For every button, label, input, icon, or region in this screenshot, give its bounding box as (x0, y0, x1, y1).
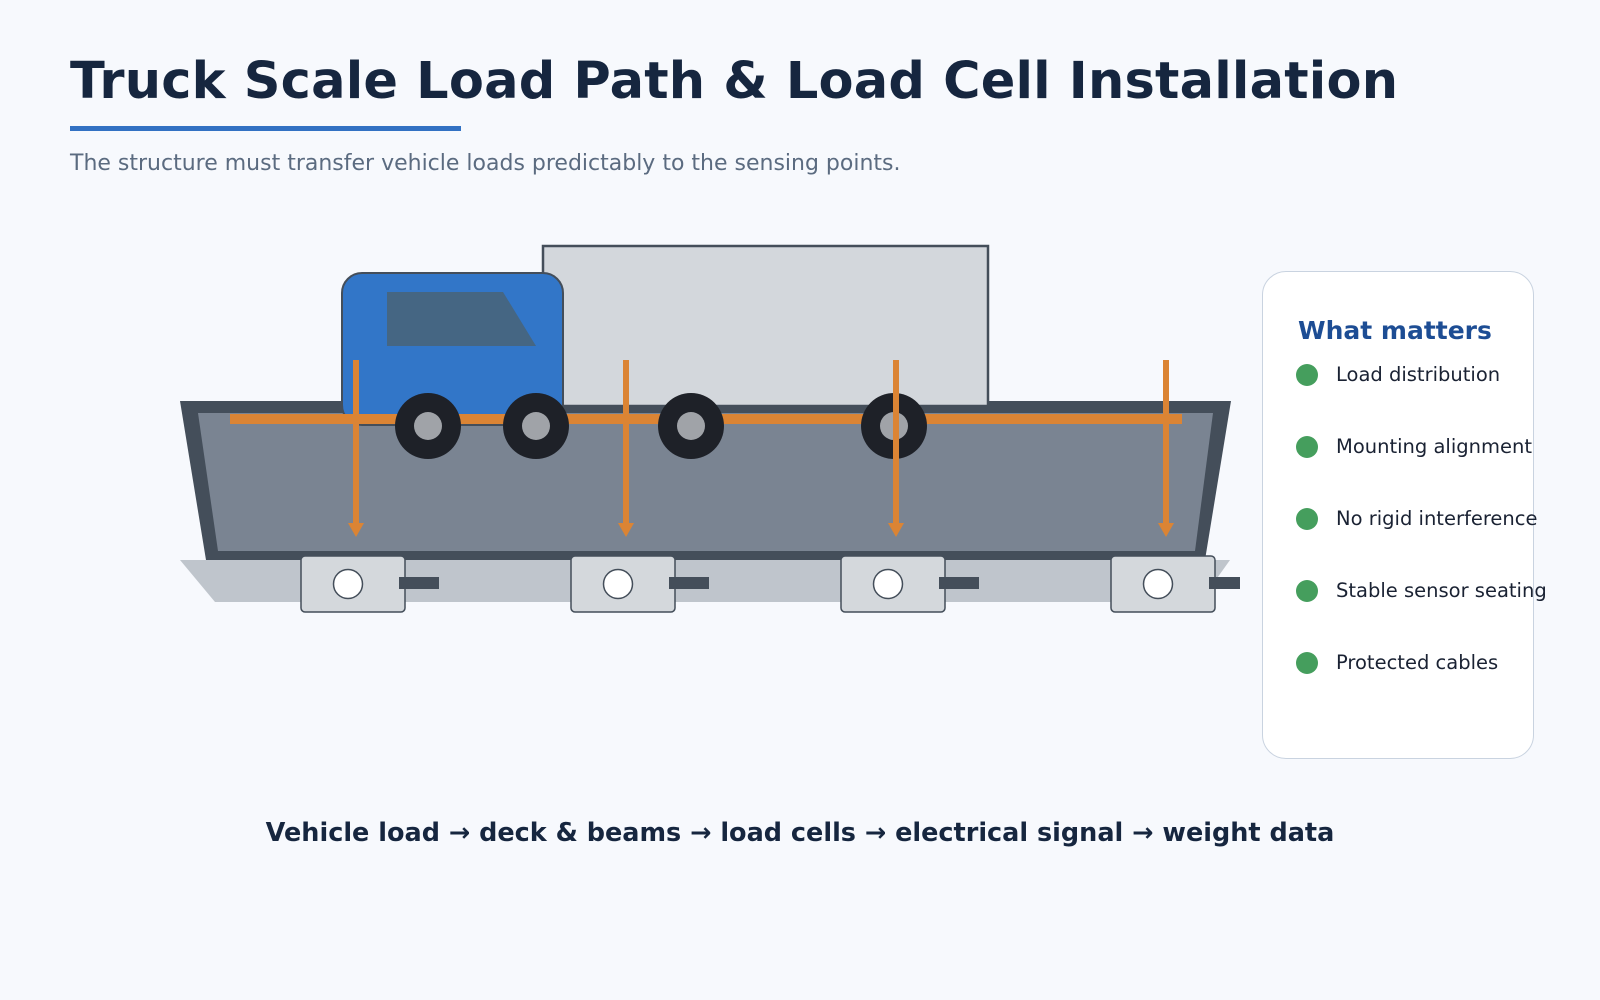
list-item-label: No rigid interference (1336, 507, 1538, 530)
list-item-label: Protected cables (1336, 651, 1499, 674)
page-title: Truck Scale Load Path & Load Cell Instal… (70, 52, 1399, 111)
load-arrow-2 (618, 360, 634, 537)
wheel-2 (503, 393, 569, 459)
bullet-dot-icon (1296, 652, 1318, 674)
what-matters-list: Load distribution Mounting alignment No … (1296, 364, 1547, 724)
list-item: No rigid interference (1296, 508, 1547, 580)
list-item: Stable sensor seating (1296, 580, 1547, 652)
bullet-dot-icon (1296, 364, 1318, 386)
title-underline (70, 126, 461, 131)
panel-title: What matters (1298, 316, 1492, 345)
list-item-label: Stable sensor seating (1336, 579, 1547, 602)
list-item: Protected cables (1296, 652, 1547, 724)
list-item-label: Load distribution (1336, 363, 1501, 386)
list-item-label: Mounting alignment (1336, 435, 1532, 458)
bullet-dot-icon (1296, 508, 1318, 530)
load-cell-cable (669, 577, 709, 589)
truck-cargo-box (541, 244, 990, 408)
load-arrow-1 (348, 360, 364, 537)
list-item: Load distribution (1296, 364, 1547, 436)
wheel-1 (395, 393, 461, 459)
load-path-flow: Vehicle load → deck & beams → load cells… (265, 818, 1335, 848)
what-matters-panel: What matters Load distribution Mounting … (1262, 271, 1547, 759)
load-arrow-3 (888, 360, 904, 537)
load-cell-1 (300, 555, 439, 613)
load-cell-cable (1209, 577, 1240, 589)
load-cell-3 (840, 555, 979, 613)
wheel-3 (658, 393, 724, 459)
load-cell-2 (570, 555, 709, 613)
scale-diagram (180, 244, 1240, 613)
page-subtitle: The structure must transfer vehicle load… (70, 151, 901, 176)
load-cell-cable (399, 577, 439, 589)
list-item: Mounting alignment (1296, 436, 1547, 508)
load-cell-4 (1110, 555, 1240, 613)
bullet-dot-icon (1296, 580, 1318, 602)
load-arrow-4 (1158, 360, 1174, 537)
truck-cab-window (387, 292, 536, 346)
load-cell-cable (939, 577, 979, 589)
bullet-dot-icon (1296, 436, 1318, 458)
